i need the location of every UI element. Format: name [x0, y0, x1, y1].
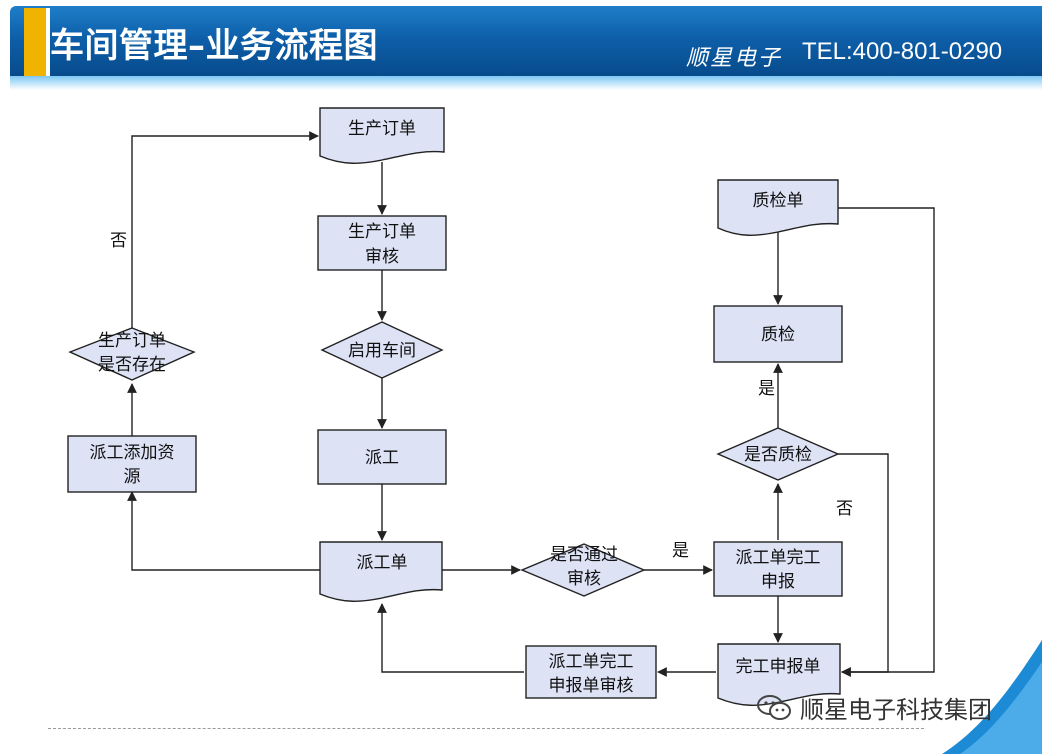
- label-add-resource-line2: 源: [124, 467, 141, 487]
- page-title: 车间管理–业务流程图: [50, 26, 378, 66]
- node-order-exists: [68, 327, 196, 381]
- header-glow: [10, 76, 1042, 90]
- label-completion-sheet: 完工申报单: [736, 657, 821, 677]
- node-completion-report: [713, 541, 843, 597]
- footer-divider: [48, 728, 924, 729]
- label-review-passed-line1: 是否通过: [550, 545, 618, 565]
- edge-labels: 否 是 是 否: [110, 231, 853, 561]
- label-completion-report-line2: 申报: [761, 572, 795, 592]
- label-dispatch-sheet: 派工单: [357, 553, 408, 573]
- label-production-order: 生产订单: [348, 119, 416, 139]
- node-labels: 生产订单 生产订单 审核 启用车间 派工 派工单 生产订单 是否存在 派工添加资…: [90, 119, 821, 696]
- label-order-exists-line2: 是否存在: [98, 355, 166, 375]
- label-qc: 质检: [761, 325, 795, 345]
- edge-label-no-need-qc: 否: [836, 499, 853, 519]
- node-review-passed: [520, 543, 646, 597]
- label-dispatch: 派工: [365, 448, 399, 468]
- node-dispatch-sheet: [319, 541, 443, 602]
- header-bar: [10, 6, 1042, 76]
- node-qc: [713, 305, 843, 363]
- label-add-resource-line1: 派工添加资: [90, 443, 175, 463]
- wechat-icon: [757, 694, 791, 720]
- label-order-exists-line1: 生产订单: [98, 331, 166, 351]
- node-production-order: [319, 107, 445, 164]
- edge-label-no-order-exists: 否: [110, 231, 127, 251]
- edge-review-to-sheet: [377, 603, 524, 673]
- header: 车间管理–业务流程图 顺星电子 TEL:400-801-0290: [0, 0, 1042, 92]
- node-enable-workshop: [320, 321, 444, 379]
- label-review-passed-line2: 审核: [567, 569, 601, 589]
- node-add-resource: [67, 435, 197, 493]
- watermark: 顺星电子科技集团: [756, 690, 992, 725]
- node-production-order-review: [317, 215, 447, 271]
- edge-qcsheet-to-completion-sheet: [838, 207, 935, 677]
- label-completion-review-line1: 派工单完工: [549, 652, 634, 672]
- node-need-qc: [716, 427, 840, 481]
- header-accent: [24, 8, 46, 78]
- label-enable-workshop: 启用车间: [348, 341, 416, 361]
- edge-sheet-to-add-resource: [127, 491, 320, 571]
- edges: [127, 131, 935, 677]
- watermark-text: 顺星电子科技集团: [800, 696, 992, 724]
- edge-needqc-no: [838, 453, 889, 677]
- edge-label-yes-review-passed: 是: [672, 541, 689, 561]
- label-qc-sheet: 质检单: [753, 191, 804, 211]
- edge-exists-to-order: [131, 131, 319, 328]
- header-accent-stripe: [46, 8, 50, 78]
- node-qc-sheet: [717, 179, 839, 236]
- label-production-order-review-line1: 生产订单: [348, 222, 416, 242]
- label-completion-review-line2: 申报单审核: [549, 676, 634, 696]
- page-curl: [942, 640, 1042, 754]
- brand-name: 顺星电子: [686, 46, 783, 71]
- nodes: [67, 107, 843, 706]
- label-need-qc: 是否质检: [744, 445, 812, 465]
- label-production-order-review-line2: 审核: [365, 247, 399, 267]
- phone-number: TEL:400-801-0290: [802, 38, 1003, 65]
- label-completion-report-line1: 派工单完工: [736, 548, 821, 568]
- edge-label-yes-need-qc: 是: [758, 379, 775, 399]
- node-completion-review: [525, 645, 657, 699]
- node-dispatch: [317, 429, 447, 485]
